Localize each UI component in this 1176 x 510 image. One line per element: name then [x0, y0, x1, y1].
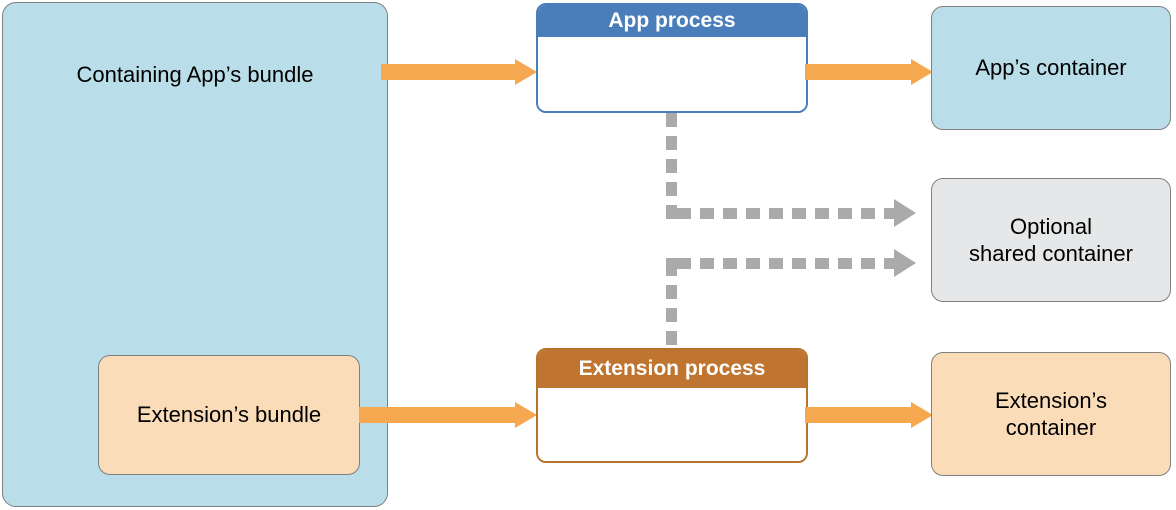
dashed-arrow-head-lower-icon [894, 249, 916, 277]
dashed-line-app-process-down [666, 113, 677, 216]
extension-bundle-box: Extension’s bundle [98, 355, 360, 475]
app-container-label: App’s container [975, 55, 1127, 81]
dashed-line-to-shared-container-lower [677, 258, 894, 269]
extension-process-box: Extension process [536, 348, 808, 463]
arrow-app-process-to-app-container [805, 59, 933, 85]
arrow-shaft [805, 64, 911, 80]
extension-container-label: Extension’s container [994, 387, 1108, 441]
arrow-extension-process-to-extension-container [805, 402, 933, 428]
extension-process-body [538, 388, 806, 461]
dashed-arrow-head-upper-icon [894, 199, 916, 227]
arrow-head-icon [515, 59, 537, 85]
arrow-extension-bundle-to-extension-process [359, 402, 537, 428]
app-process-header: App process [538, 5, 806, 37]
extension-bundle-label: Extension’s bundle [136, 402, 322, 428]
app-container-box: App’s container [931, 6, 1171, 130]
dashed-line-to-shared-container-upper [677, 208, 894, 219]
arrow-head-icon [911, 59, 933, 85]
arrow-shaft [359, 407, 515, 423]
arrow-shaft [381, 64, 515, 80]
app-process-body [538, 37, 806, 111]
arrow-app-bundle-to-app-process [381, 59, 537, 85]
dashed-line-extension-process-up [666, 262, 677, 350]
optional-shared-container-label: Optional shared container [969, 213, 1133, 267]
extension-container-box: Extension’s container [931, 352, 1171, 476]
optional-shared-container-box: Optional shared container [931, 178, 1171, 302]
arrow-shaft [805, 407, 911, 423]
containing-app-bundle-label: Containing App’s bundle [76, 62, 314, 87]
arrow-head-icon [911, 402, 933, 428]
app-process-box: App process [536, 3, 808, 113]
arrow-head-icon [515, 402, 537, 428]
dashed-corner-upper [666, 208, 677, 219]
extension-process-header: Extension process [538, 350, 806, 388]
